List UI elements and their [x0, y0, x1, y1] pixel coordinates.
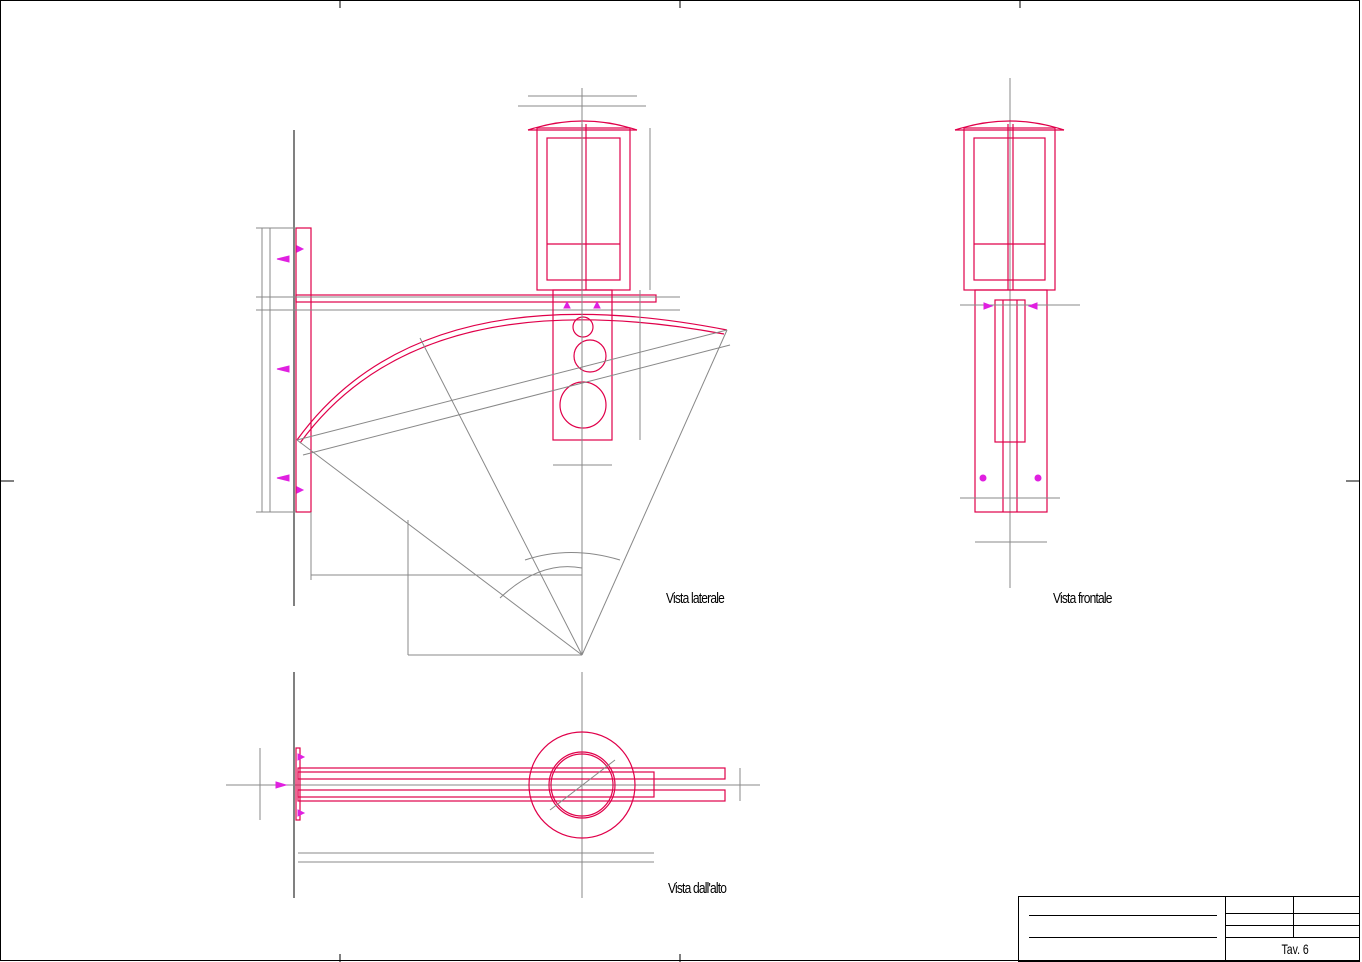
- sheet-number: Tav. 6: [1281, 941, 1309, 957]
- side-view-label: Vista laterale: [666, 590, 725, 607]
- front-view: [954, 78, 1080, 588]
- front-view-label: Vista frontale: [1053, 590, 1112, 607]
- title-block: Tav. 6: [1018, 896, 1360, 962]
- side-view: [256, 88, 731, 656]
- top-view: [226, 672, 760, 898]
- top-view-label: Vista dall'alto: [668, 880, 727, 897]
